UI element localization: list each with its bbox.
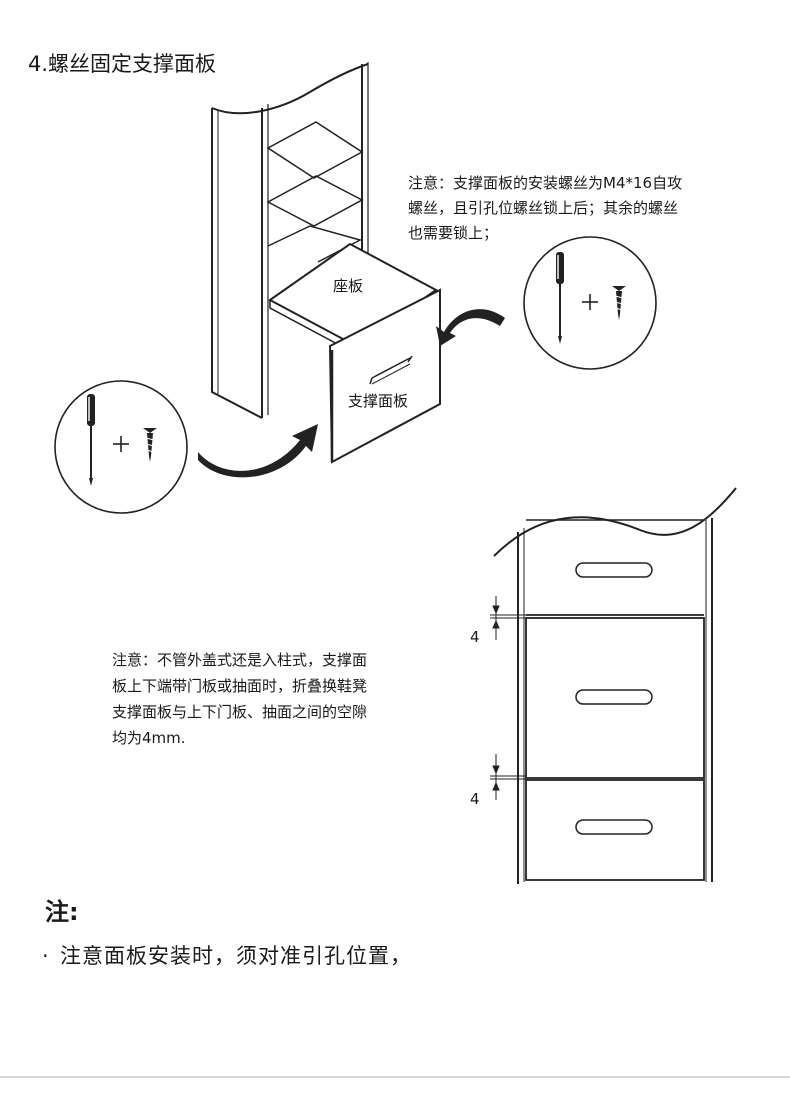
footer-heading: 注: — [45, 898, 79, 926]
dimension-markers — [490, 596, 526, 800]
curved-arrow-icon — [436, 309, 505, 346]
note-mid-line: 注意：不管外盖式还是入柱式，支撑面 — [112, 651, 368, 669]
note-top-line: 也需要锁上； — [408, 224, 499, 242]
tool-circle-left — [54, 380, 188, 514]
note-top-line: 注意：支撑面板的安装螺丝为M4*16自攻 — [408, 174, 683, 192]
label-support-panel: 支撑面板 — [348, 392, 409, 410]
note-mid-line: 支撑面板与上下门板、抽面之间的空隙 — [112, 703, 368, 721]
footer-note: · 注意面板安装时，须对准引孔位置， — [42, 940, 412, 970]
footer-note-text: 注意面板安装时，须对准引孔位置， — [60, 944, 412, 968]
note-top: 注意：支撑面板的安装螺丝为M4*16自攻 螺丝，且引孔位螺丝锁上后；其余的螺丝 … — [408, 171, 758, 246]
dimension-label-top: 4 — [470, 628, 480, 646]
dimension-label-bottom: 4 — [470, 790, 480, 808]
drawer-stack-drawing — [493, 487, 737, 884]
bullet-icon: · — [42, 944, 50, 968]
bottom-divider — [0, 1076, 790, 1078]
curved-arrow-icon — [198, 424, 318, 478]
note-mid-line: 板上下端带门板或抽面时，折叠换鞋凳 — [112, 677, 368, 695]
label-seat: 座板 — [333, 277, 364, 295]
note-middle: 注意：不管外盖式还是入柱式，支撑面 板上下端带门板或抽面时，折叠换鞋凳 支撑面板… — [112, 647, 442, 751]
note-mid-line: 均为4mm. — [112, 729, 186, 747]
tool-circle-top — [523, 236, 657, 370]
note-top-line: 螺丝，且引孔位螺丝锁上后；其余的螺丝 — [408, 199, 679, 217]
page-title: 4.螺丝固定支撑面板 — [28, 52, 217, 76]
cabinet-drawing — [211, 62, 441, 464]
